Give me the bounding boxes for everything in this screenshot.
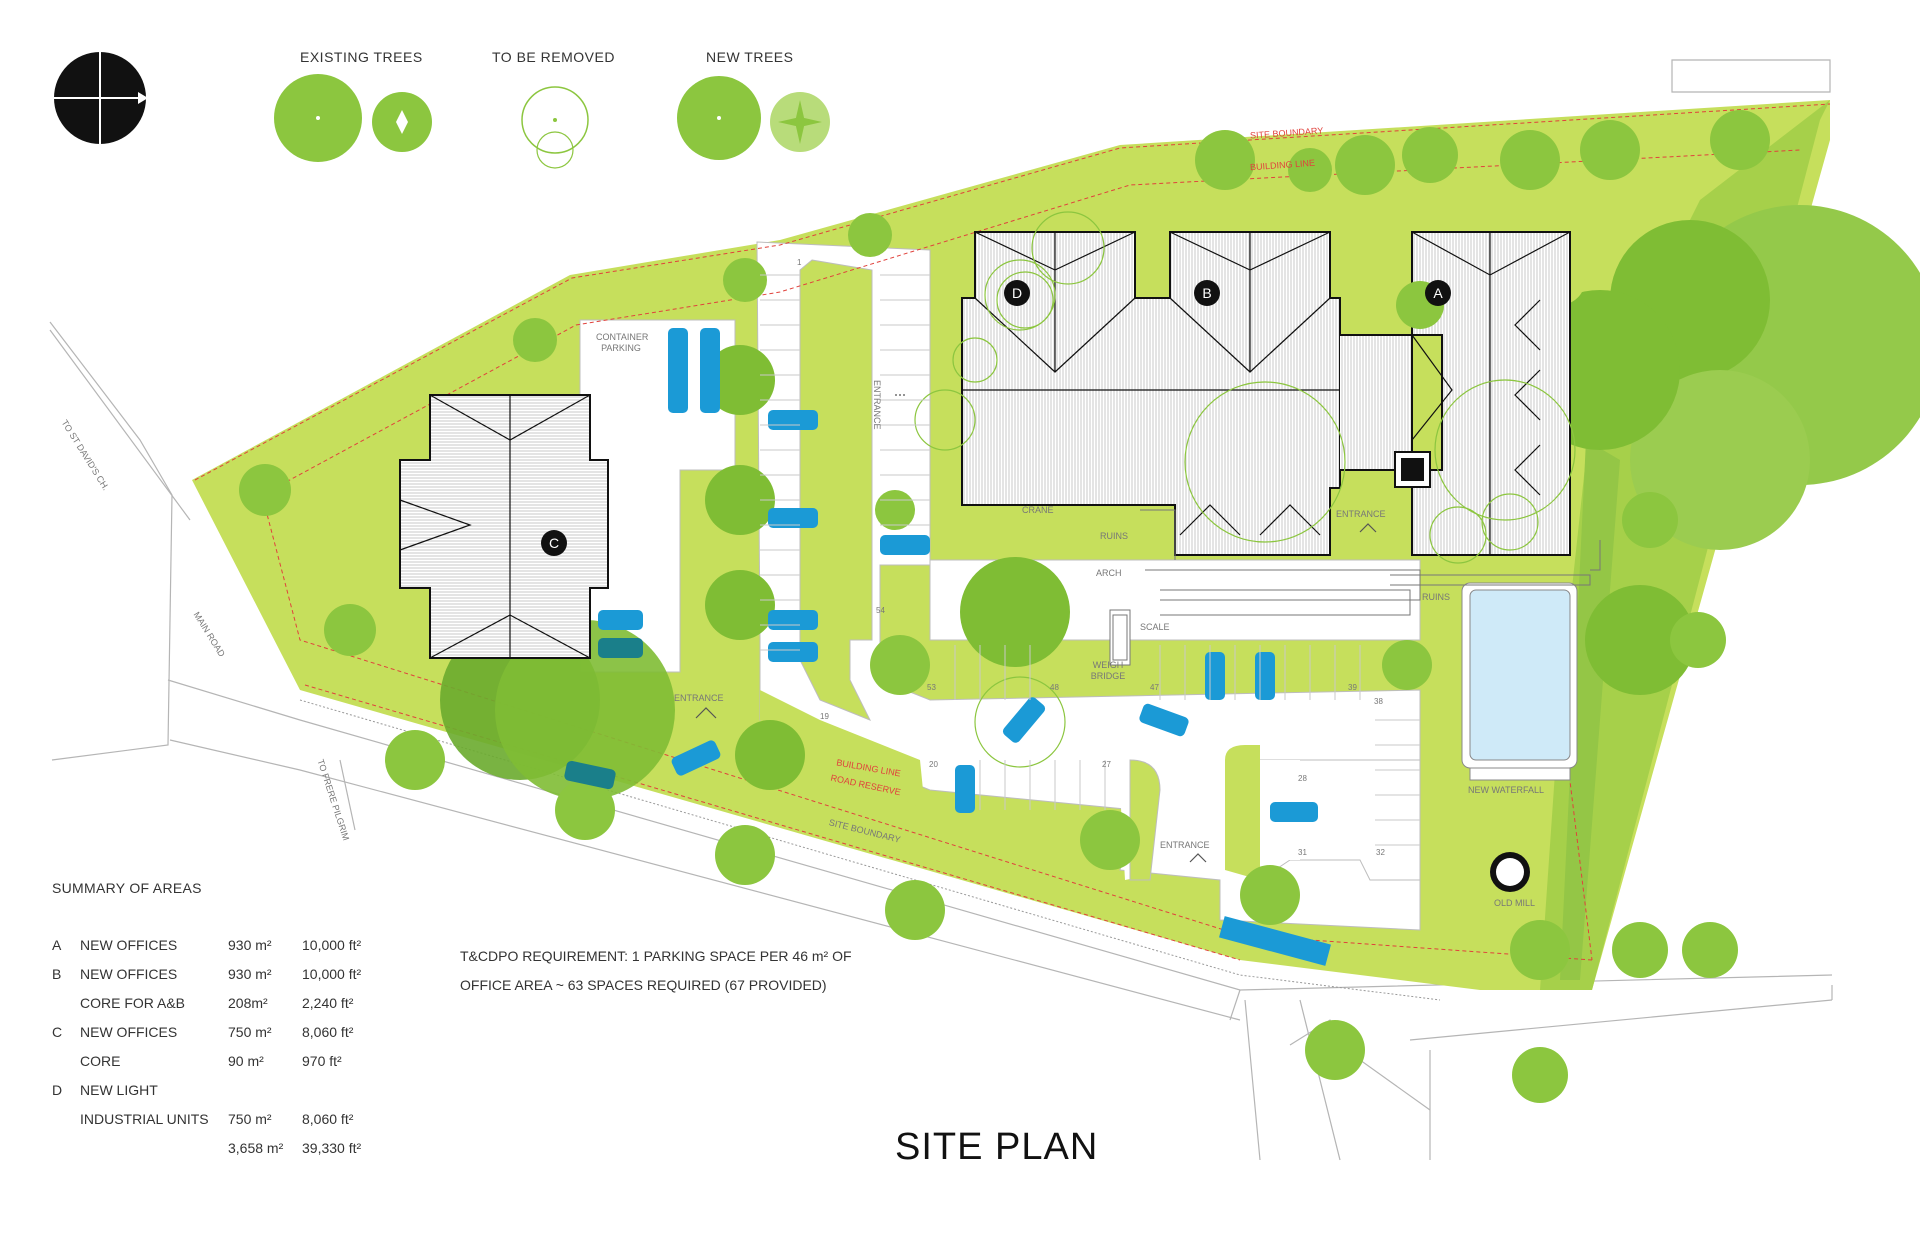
summary-m2: 90 m² <box>228 1053 264 1069</box>
parking-number: 20 <box>929 760 938 769</box>
summary-ft2: 39,330 ft² <box>302 1140 362 1156</box>
summary-m2: 930 m² <box>228 966 272 982</box>
summary-letter: D <box>52 1082 63 1098</box>
cars <box>564 328 1331 966</box>
parking-number: 31 <box>1298 848 1307 857</box>
parking-stalls <box>760 274 1420 846</box>
legend-removed-tree-icon <box>521 86 589 154</box>
parking-number: 48 <box>1050 683 1059 692</box>
parking-number: 47 <box>1150 683 1159 692</box>
summary-desc: CORE FOR A&B <box>80 995 186 1011</box>
entrance-label-south: ENTRANCE <box>1160 840 1210 850</box>
ruins-label-1: RUINS <box>1100 531 1129 541</box>
parking-number: 19 <box>820 712 829 721</box>
summary-desc: INDUSTRIAL UNITS <box>80 1111 209 1127</box>
parking-number: 1 <box>797 258 802 267</box>
building-a-marker: A <box>1425 280 1451 306</box>
summary-ft2: 8,060 ft² <box>302 1024 354 1040</box>
new-waterfall-label: NEW WATERFALL <box>1468 785 1545 795</box>
legend-new-trees-icon <box>677 76 830 160</box>
parking-number: 54 <box>876 606 885 615</box>
parking-number: 39 <box>1348 683 1357 692</box>
summary-letter: C <box>52 1024 63 1040</box>
scale-label: SCALE <box>1140 622 1170 632</box>
weigh-bridge-label-1: WEIGH <box>1092 660 1124 670</box>
buildings <box>399 231 1571 659</box>
building-d-marker: C <box>541 530 567 556</box>
parking-number: 27 <box>1102 760 1111 769</box>
legend-existing-trees-icon <box>274 74 432 162</box>
entrance-label-west: ENTRANCE <box>674 693 724 703</box>
legend-existing-trees-label: EXISTING TREES <box>300 49 423 65</box>
parking-number: 53 <box>927 683 936 692</box>
old-mill-label: OLD MILL <box>1494 898 1536 908</box>
legend-to-be-removed-label: TO BE REMOVED <box>492 49 615 65</box>
paved-areas <box>579 241 1421 931</box>
ruins-label-2: RUINS <box>1422 592 1451 602</box>
summary-ft2: 8,060 ft² <box>302 1111 354 1127</box>
parking-requirement-note: T&CDPO REQUIREMENT: 1 PARKING SPACE PER … <box>460 942 880 1000</box>
parking-number: 38 <box>1374 697 1383 706</box>
requirement-line-1: T&CDPO REQUIREMENT: 1 PARKING SPACE PER … <box>460 948 852 964</box>
legend-new-trees-label: NEW TREES <box>706 49 794 65</box>
summary-m2: 930 m² <box>228 937 272 953</box>
old-mill <box>1490 852 1530 892</box>
entrance-label-drive: ENTRANCE <box>872 380 882 430</box>
weigh-bridge-label-2: BRIDGE <box>1090 671 1126 681</box>
container-parking-label-1: CONTAINER <box>596 332 649 342</box>
entrance-arrows <box>695 394 1377 863</box>
summary-m2: 750 m² <box>228 1111 272 1127</box>
summary-m2: 3,658 m² <box>228 1140 284 1156</box>
summary-desc: NEW OFFICES <box>80 966 178 982</box>
summary-ft2: 10,000 ft² <box>302 937 362 953</box>
building-c-marker: D <box>1004 280 1030 306</box>
parking-number: 32 <box>1376 848 1385 857</box>
summary-letter: A <box>52 937 62 953</box>
summary-desc: CORE <box>80 1053 121 1069</box>
summary-letter: B <box>52 966 62 982</box>
container-parking-label-2: PARKING <box>601 343 641 353</box>
summary-ft2: 970 ft² <box>302 1053 342 1069</box>
requirement-line-2: OFFICE AREA ~ 63 SPACES REQUIRED (67 PRO… <box>460 977 827 993</box>
new-trees <box>385 110 1770 1103</box>
parking-number: 28 <box>1298 774 1307 783</box>
summary-m2: 750 m² <box>228 1024 272 1040</box>
ruins-structures <box>1109 509 1601 666</box>
summary-title: SUMMARY OF AREAS <box>52 880 202 896</box>
entrance-label-courtyard: ENTRANCE <box>1336 509 1386 519</box>
summary-m2: 208m² <box>228 995 268 1011</box>
building-b-marker: B <box>1194 280 1220 306</box>
summary-desc: NEW LIGHT <box>80 1082 158 1098</box>
north-arrow-icon <box>54 52 148 144</box>
removed-tree-outlines <box>536 131 1576 768</box>
summary-ft2: 2,240 ft² <box>302 995 354 1011</box>
crane-label: CRANE <box>1022 505 1054 515</box>
site-boundary-bottom-line <box>299 699 1441 1001</box>
summary-ft2: 10,000 ft² <box>302 966 362 982</box>
pool <box>1461 582 1578 781</box>
arch-label: ARCH <box>1096 568 1122 578</box>
summary-desc: NEW OFFICES <box>80 937 178 953</box>
summary-desc: NEW OFFICES <box>80 1024 178 1040</box>
page-title: SITE PLAN <box>895 1126 1099 1168</box>
